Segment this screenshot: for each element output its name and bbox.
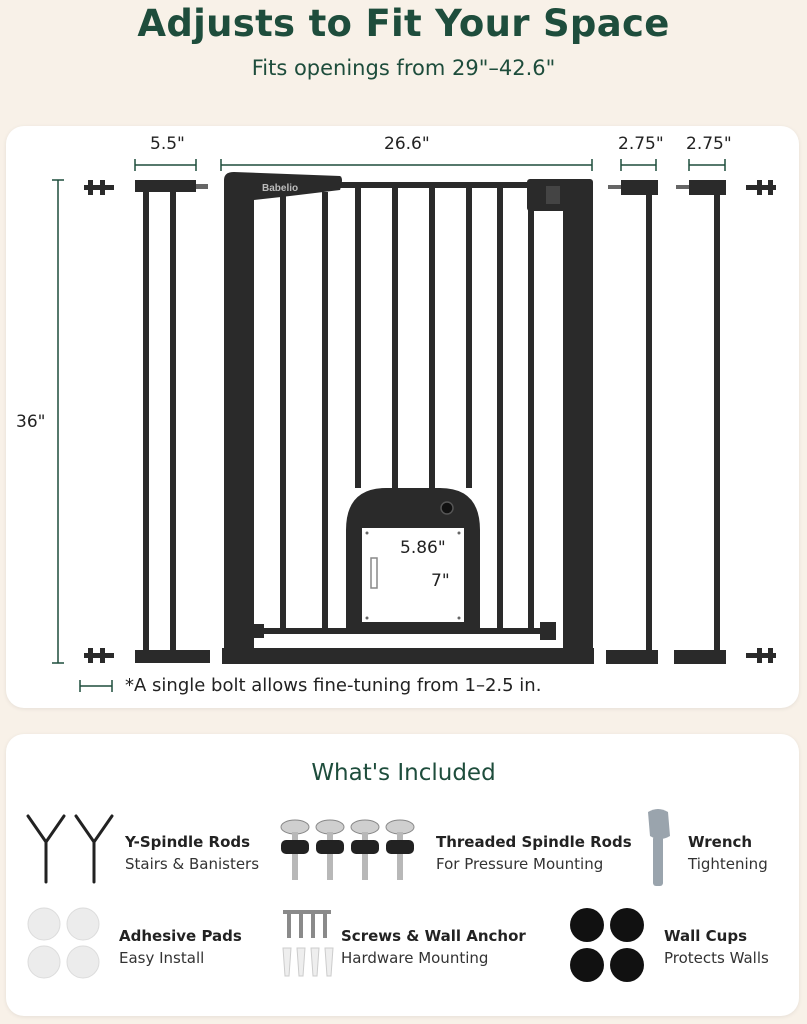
item-wrench: Wrench Tightening (688, 833, 768, 873)
item-y-spindle-rods: Y-Spindle Rods Stairs & Banisters (125, 833, 259, 873)
adhesive-pad-icon (27, 907, 100, 979)
wall-cup-icon (570, 908, 644, 982)
brand-label: Babelio (262, 183, 298, 194)
item-desc: Tightening (688, 855, 768, 873)
dim-door-height: 7" (431, 571, 450, 591)
page-title: Adjusts to Fit Your Space (137, 2, 670, 45)
item-wall-cups: Wall Cups Protects Walls (664, 927, 769, 967)
dim-extension-large: 5.5" (150, 134, 185, 154)
dim-gate-width: 26.6" (384, 134, 430, 154)
pressure-bolts (84, 180, 776, 663)
threaded-rod-icon (280, 819, 415, 880)
item-name: Screws & Wall Anchor (341, 927, 526, 945)
dim-door-width: 5.86" (400, 538, 446, 558)
item-desc: For Pressure Mounting (436, 855, 604, 873)
item-name: Adhesive Pads (119, 927, 242, 945)
pet-door (346, 488, 480, 634)
included-title: What's Included (311, 760, 496, 786)
item-name: Wall Cups (664, 927, 747, 945)
item-desc: Hardware Mounting (341, 949, 489, 967)
item-desc: Protects Walls (664, 949, 769, 967)
extension-small-1 (606, 180, 658, 664)
dim-height: 36" (16, 412, 46, 432)
dim-extension-small-1: 2.75" (618, 134, 664, 154)
item-desc: Stairs & Banisters (125, 855, 260, 873)
item-adhesive-pads: Adhesive Pads Easy Install (119, 927, 242, 967)
item-name: Threaded Spindle Rods (436, 833, 632, 851)
main-gate (222, 172, 594, 664)
item-name: Y-Spindle Rods (125, 833, 251, 851)
item-threaded-spindle-rods: Threaded Spindle Rods For Pressure Mount… (436, 833, 632, 873)
page-subtitle: Fits openings from 29"–42.6" (251, 56, 556, 80)
y-spindle-icon (26, 814, 114, 884)
item-desc: Easy Install (119, 949, 205, 967)
item-screws-wall-anchor: Screws & Wall Anchor Hardware Mounting (341, 927, 526, 967)
screw-icon (282, 910, 334, 977)
wrench-icon (648, 809, 670, 886)
dim-extension-small-2: 2.75" (686, 134, 732, 154)
item-name: Wrench (688, 833, 753, 851)
extension-large (135, 180, 210, 663)
extension-small-2 (674, 180, 726, 664)
fine-tuning-note: *A single bolt allows fine-tuning from 1… (125, 675, 542, 696)
